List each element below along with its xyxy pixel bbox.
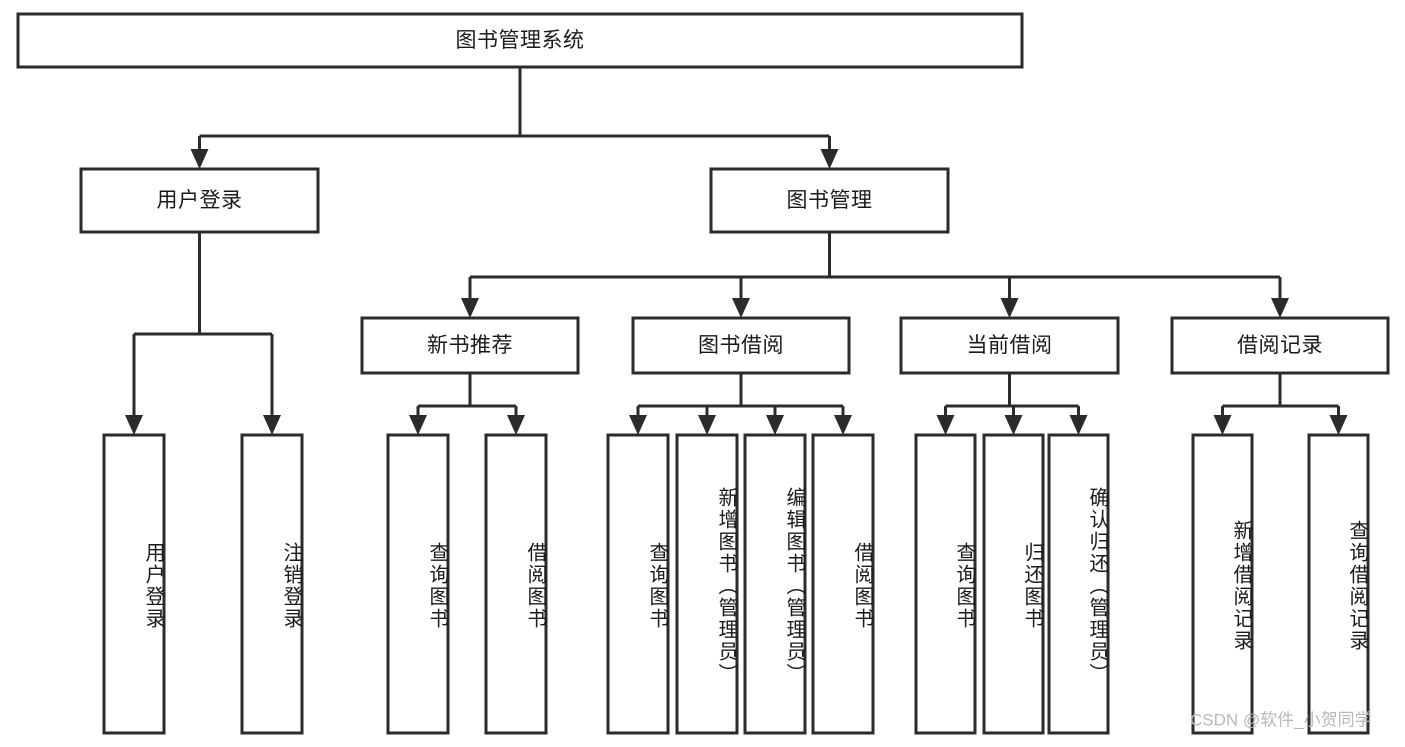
root-to-l2-arrow-1 [820, 149, 839, 169]
book-mgmt-to-l3-arrow-0 [461, 298, 479, 318]
node-box-leaf-add-record[interactable] [1191, 433, 1254, 735]
node-box-book-management[interactable] [709, 167, 950, 234]
node-box-borrow-record[interactable] [1170, 316, 1390, 375]
root-to-l2-arrow-0 [190, 149, 209, 169]
node-box-leaf-edit-book[interactable] [743, 433, 807, 735]
node-box-leaf-borrow-book-1[interactable] [484, 433, 548, 735]
node-box-current-borrow[interactable] [899, 316, 1120, 375]
node-box-leaf-query-book-1[interactable] [386, 433, 450, 735]
node-box-new-book-recommend[interactable] [360, 316, 580, 375]
node-box-leaf-user-login[interactable] [102, 433, 166, 735]
borrow-record-to-leaves-arrow-0 [1213, 415, 1232, 435]
user-login-to-leaves-arrow-1 [263, 415, 281, 435]
boxes-layer [16, 12, 1390, 735]
book-mgmt-to-l3-arrow-3 [1271, 298, 1289, 318]
node-box-leaf-add-book[interactable] [675, 433, 739, 735]
node-box-book-borrow[interactable] [631, 316, 851, 375]
node-box-leaf-query-book-3[interactable] [914, 433, 977, 735]
node-box-root[interactable] [16, 12, 1024, 69]
book-borrow-to-leaves-arrow-0 [629, 415, 647, 435]
current-borrow-to-leaves-arrow-1 [1004, 415, 1023, 435]
book-borrow-to-leaves-arrow-2 [766, 415, 784, 435]
node-box-leaf-return-book[interactable] [982, 433, 1045, 735]
book-mgmt-to-l3-arrow-2 [1000, 298, 1019, 318]
borrow-record-to-leaves-arrow-1 [1329, 415, 1348, 435]
connectors-layer [125, 67, 1348, 435]
node-box-leaf-confirm-return[interactable] [1047, 433, 1110, 735]
book-borrow-to-leaves-arrow-1 [698, 415, 716, 435]
node-box-leaf-query-book-2[interactable] [606, 433, 670, 735]
user-login-to-leaves-arrow-0 [125, 415, 143, 435]
current-borrow-to-leaves-arrow-0 [936, 415, 955, 435]
new-book-recommend-to-leaves-arrow-0 [409, 415, 427, 435]
book-borrow-to-leaves-arrow-3 [834, 415, 852, 435]
new-book-recommend-to-leaves-arrow-1 [507, 415, 525, 435]
current-borrow-to-leaves-arrow-2 [1069, 415, 1088, 435]
node-box-leaf-borrow-book-2[interactable] [811, 433, 875, 735]
book-mgmt-to-l3-arrow-1 [732, 298, 750, 318]
node-box-user-login[interactable] [79, 167, 320, 234]
node-box-leaf-logout-login[interactable] [240, 433, 304, 735]
node-box-leaf-query-record[interactable] [1307, 433, 1370, 735]
